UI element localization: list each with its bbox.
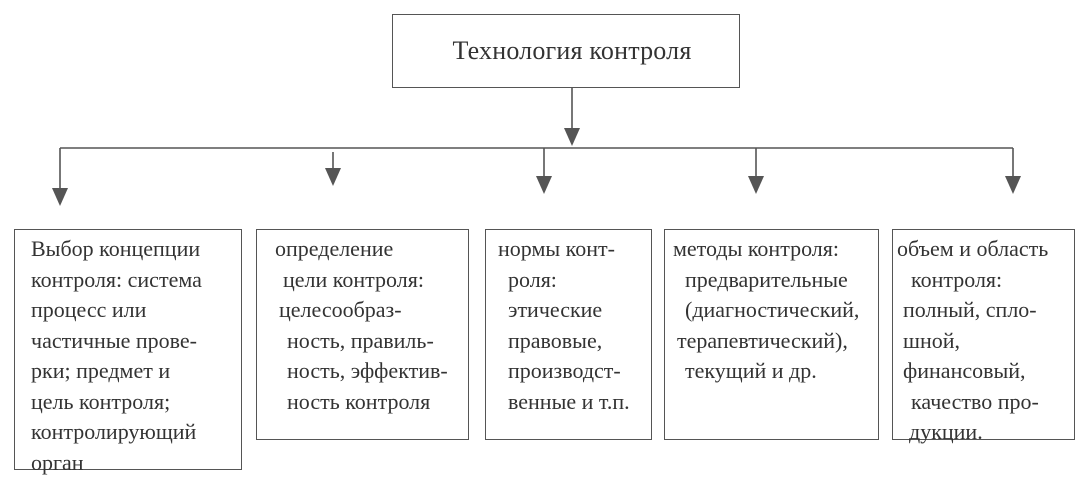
- root-node-title: Технология контроля: [452, 36, 692, 65]
- box-text-line: Выбор концепции: [31, 236, 201, 261]
- box-text-line: производст-: [508, 358, 621, 383]
- box-text-line: ность, эффектив-: [287, 358, 448, 383]
- box-text-line: (диагностический,: [685, 297, 860, 322]
- box-text-line: качество про-: [911, 388, 1039, 414]
- control-methods-box: методы контроля: предварительные (диагност…: [664, 229, 879, 440]
- box-text-line: нормы конт-: [498, 236, 615, 261]
- arrowhead-trunk: [564, 128, 580, 146]
- concept-choice-box: Выбор концепции контроля: система процесс …: [14, 229, 242, 475]
- box-text-line: объем и область: [897, 236, 1049, 261]
- box-text-line: орган: [31, 449, 84, 475]
- arrowhead-1: [52, 188, 68, 206]
- box-text-line: венные и т.п.: [508, 388, 630, 414]
- arrowhead-5: [1005, 176, 1021, 194]
- box-text-line: текущий и др.: [685, 358, 817, 383]
- box-text-line: шной,: [903, 327, 960, 353]
- box-text-line: контроля:: [911, 266, 1003, 292]
- box-text-line: дукции.: [909, 419, 983, 444]
- box-text-line: финансовый,: [903, 358, 1026, 383]
- box-text-line: роля:: [508, 266, 557, 292]
- box-text-line: правовые,: [508, 327, 603, 353]
- box-text-line: цели контроля:: [283, 266, 424, 292]
- arrowhead-2: [325, 168, 341, 186]
- control-scope-box: объем и область контроля: полный, спло-шно…: [892, 229, 1075, 444]
- box-text-line: частичные прове-: [31, 327, 197, 353]
- box-text-line: ность контроля: [287, 388, 431, 414]
- control-norms-box: нормы конт-роля: этические правовые, произв…: [485, 229, 652, 440]
- box-text-line: цель контроля;: [31, 388, 171, 414]
- box-text-line: терапевтический),: [677, 327, 848, 353]
- root-node-box: Технология контроля: [392, 14, 740, 88]
- arrowhead-3: [536, 176, 552, 194]
- box-text-line: рки; предмет и: [31, 358, 171, 383]
- box-text-line: контроля: система: [31, 266, 202, 292]
- goal-definition-box: определение цели контроля: целесообраз-нос…: [256, 229, 469, 440]
- arrowhead-4: [748, 176, 764, 194]
- box-text-line: контролирующий: [31, 419, 197, 444]
- box-text-line: предварительные: [685, 266, 848, 292]
- box-text-line: процесс или: [31, 297, 147, 322]
- box-text-line: методы контроля:: [673, 236, 839, 261]
- box-text-line: полный, спло-: [903, 297, 1037, 322]
- box-text-line: целесообраз-: [279, 297, 402, 322]
- box-text-line: этические: [508, 297, 603, 322]
- box-text-line: ность, правиль-: [287, 327, 434, 353]
- box-text-line: определение: [275, 236, 394, 261]
